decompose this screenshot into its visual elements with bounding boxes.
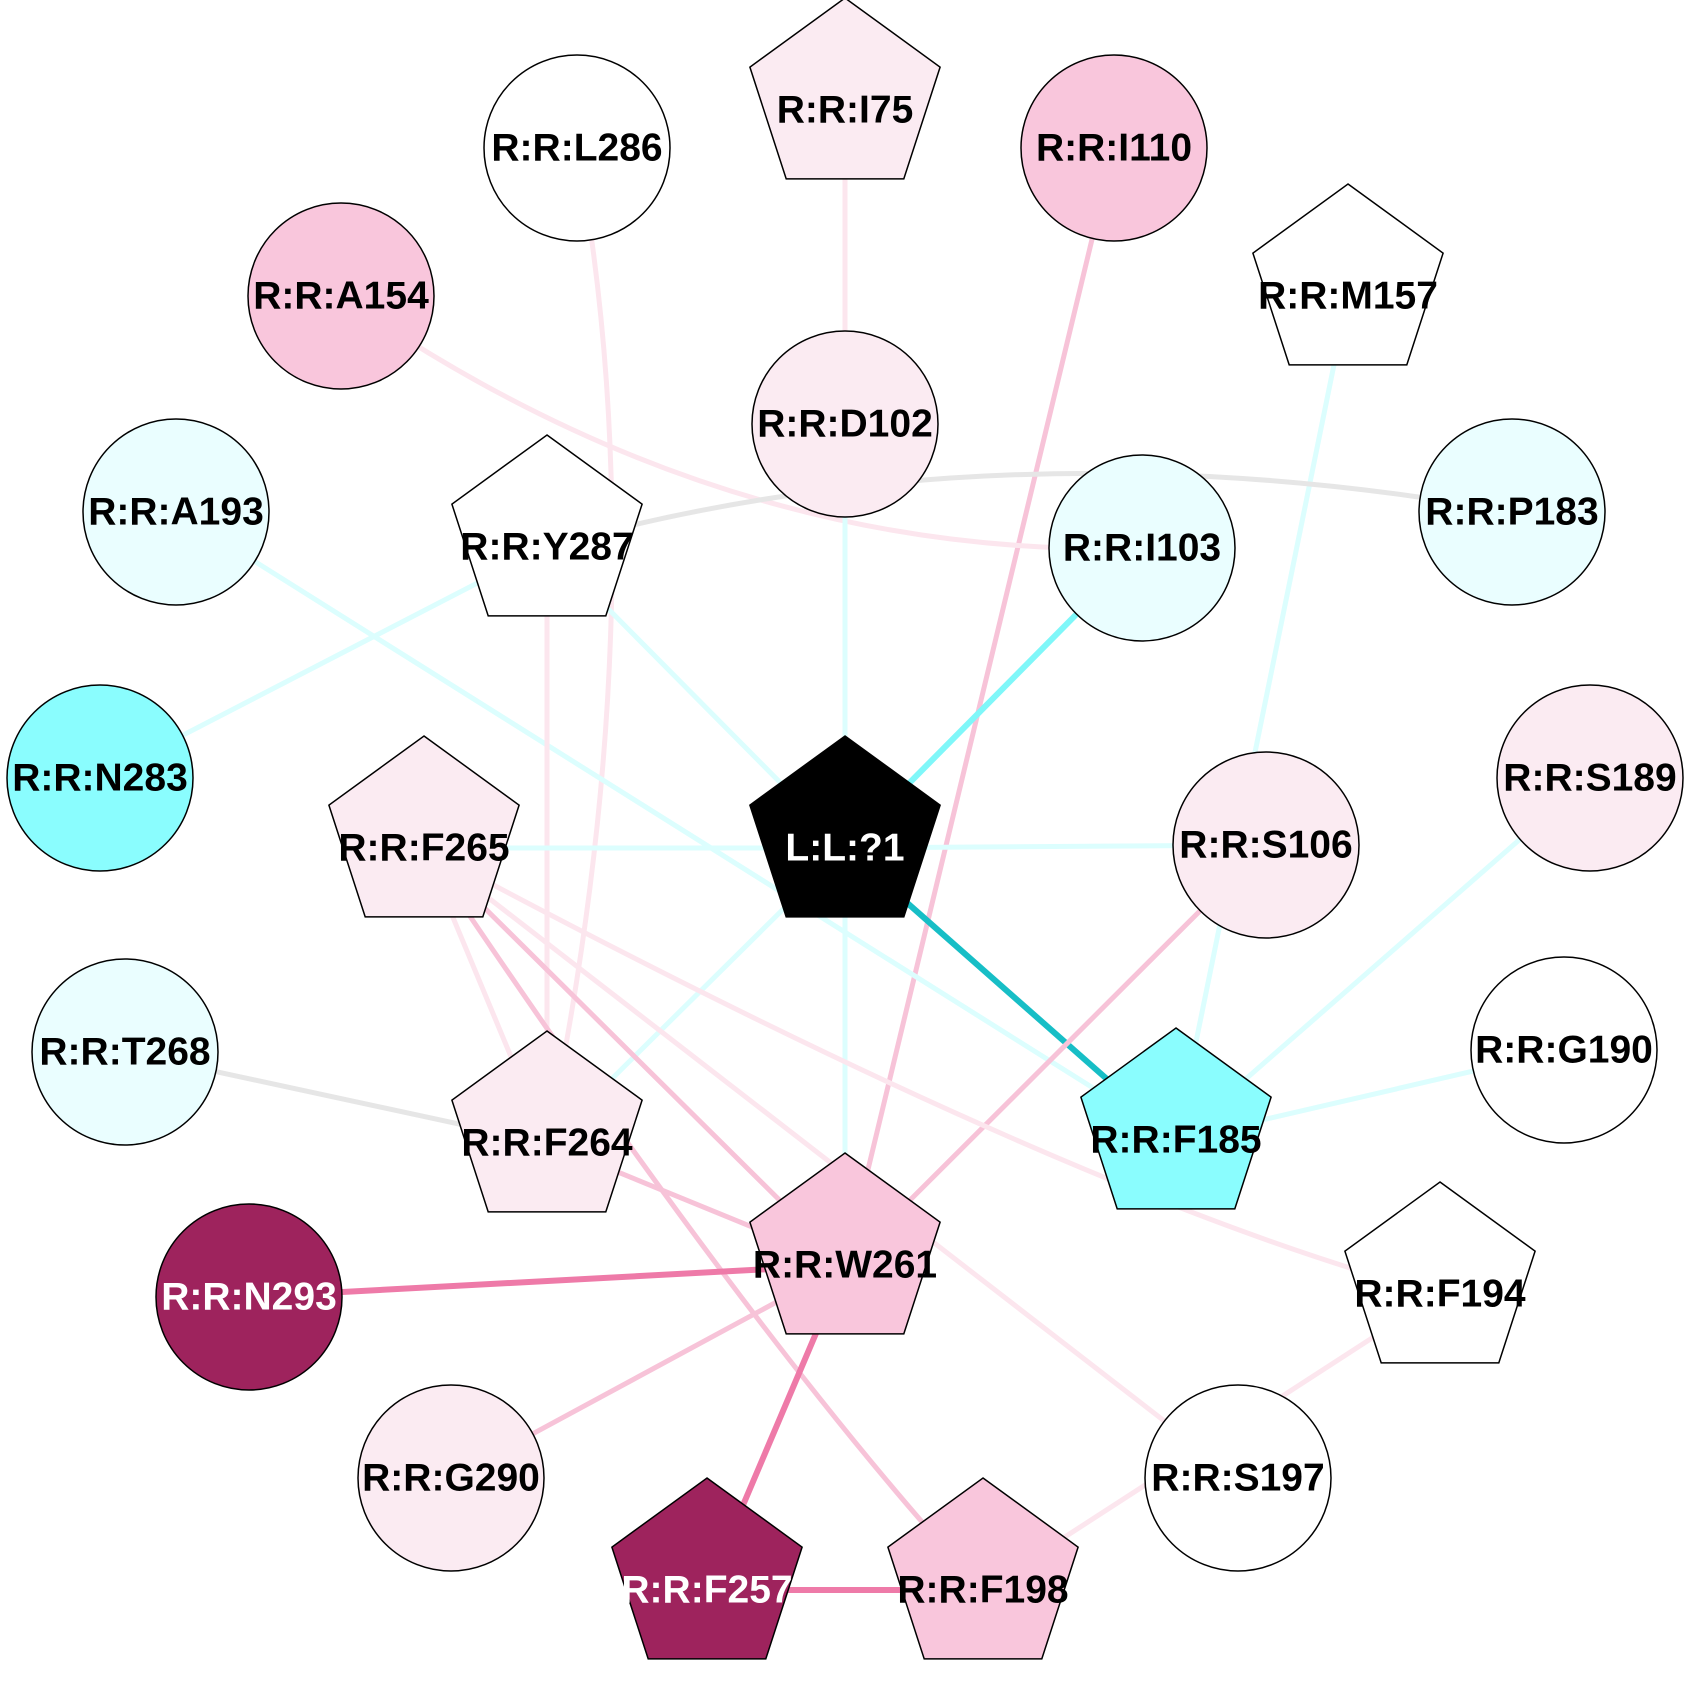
node-label: R:R:S197 [1151,1457,1324,1500]
node-label: R:R:P183 [1425,491,1598,534]
node-g190-circle [1470,956,1658,1144]
node-label: R:R:N283 [12,757,188,800]
node-label: R:R:I75 [777,89,914,132]
node-y287-pentagon [451,434,643,617]
node-label: R:R:S189 [1503,757,1676,800]
node-label: R:R:F194 [1354,1273,1526,1316]
node-a193[interactable]: R:R:A193 [82,418,270,606]
node-label: R:R:M157 [1258,275,1438,318]
node-l1[interactable]: L:L:?1 [749,735,941,918]
node-label: R:R:F264 [461,1122,633,1165]
node-label: R:R:D102 [757,403,933,446]
node-i75[interactable]: R:R:I75 [749,0,941,180]
node-m157-pentagon [1252,183,1444,366]
node-f185[interactable]: R:R:F185 [1080,1027,1272,1210]
edge-l286-f264 [544,147,615,1144]
node-label: R:R:I110 [1036,127,1192,170]
node-l286[interactable]: R:R:L286 [483,54,671,242]
node-n293[interactable]: R:R:N293 [155,1203,343,1391]
node-f198-pentagon [887,1477,1079,1660]
node-label: R:R:F198 [897,1569,1068,1612]
node-label: R:R:Y287 [460,526,633,569]
node-m157[interactable]: R:R:M157 [1252,183,1444,366]
node-label: L:L:?1 [785,827,904,870]
node-i103-circle [1048,454,1236,642]
node-label: R:R:A193 [88,491,264,534]
node-i103[interactable]: R:R:I103 [1048,454,1236,642]
node-i110[interactable]: R:R:I110 [1020,54,1208,242]
node-p183[interactable]: R:R:P183 [1418,418,1606,606]
node-a154[interactable]: R:R:A154 [247,202,435,390]
node-g290-circle [357,1384,545,1572]
node-l1-pentagon [749,735,941,918]
node-f264-pentagon [451,1030,643,1213]
node-s197-circle [1144,1384,1332,1572]
node-n283-circle [6,684,194,872]
node-s106[interactable]: R:R:S106 [1172,751,1360,939]
node-d102-circle [751,330,939,518]
node-g190[interactable]: R:R:G190 [1470,956,1658,1144]
node-f265[interactable]: R:R:F265 [328,735,520,918]
node-label: R:R:G190 [1475,1029,1653,1072]
node-s106-circle [1172,751,1360,939]
node-label: R:R:G290 [362,1457,540,1500]
edge-n293-w261 [248,1262,846,1300]
node-p183-circle [1418,418,1606,606]
edge-s106-w261 [843,843,1268,1267]
edge-f265-f194 [422,845,1441,1297]
node-f194-pentagon [1344,1181,1536,1364]
node-w261[interactable]: R:R:W261 [749,1152,941,1335]
node-label: R:R:F257 [621,1569,792,1612]
node-n283[interactable]: R:R:N283 [6,684,194,872]
node-f185-pentagon [1080,1027,1272,1210]
node-label: R:R:L286 [491,127,662,170]
node-label: R:R:T268 [39,1031,210,1074]
node-label: R:R:W261 [753,1244,937,1287]
node-label: R:R:A154 [253,275,429,318]
edge-f265-w261 [422,846,847,1267]
node-f194[interactable]: R:R:F194 [1344,1181,1536,1364]
node-i110-circle [1020,54,1208,242]
node-t268[interactable]: R:R:T268 [31,958,219,1146]
node-f257-pentagon [611,1477,803,1660]
node-d102[interactable]: R:R:D102 [751,330,939,518]
edge-f265-f198 [421,846,985,1592]
node-label: R:R:N293 [161,1276,337,1319]
node-f264[interactable]: R:R:F264 [451,1030,643,1213]
node-g290[interactable]: R:R:G290 [357,1384,545,1572]
edge-y287-p183 [546,470,1513,550]
node-s197[interactable]: R:R:S197 [1144,1384,1332,1572]
node-s189[interactable]: R:R:S189 [1496,684,1684,872]
node-label: R:R:F185 [1090,1119,1261,1162]
node-f198[interactable]: R:R:F198 [887,1477,1079,1660]
node-n293-circle [155,1203,343,1391]
edge-i110-w261 [842,147,1117,1266]
node-y287[interactable]: R:R:Y287 [451,434,643,617]
node-l286-circle [483,54,671,242]
edge-a193-f185 [174,509,1178,1143]
edge-m157-f185 [1173,295,1351,1141]
node-s189-circle [1496,684,1684,872]
node-f257[interactable]: R:R:F257 [611,1477,803,1660]
node-t268-circle [31,958,219,1146]
node-label: R:R:I103 [1063,527,1221,570]
node-a193-circle [82,418,270,606]
node-w261-pentagon [749,1152,941,1335]
node-label: R:R:S106 [1179,824,1352,867]
node-i75-pentagon [749,0,941,180]
edge-a154-i103 [339,293,1143,551]
node-a154-circle [247,202,435,390]
node-f265-pentagon [328,735,520,918]
node-label: R:R:F265 [338,827,509,870]
